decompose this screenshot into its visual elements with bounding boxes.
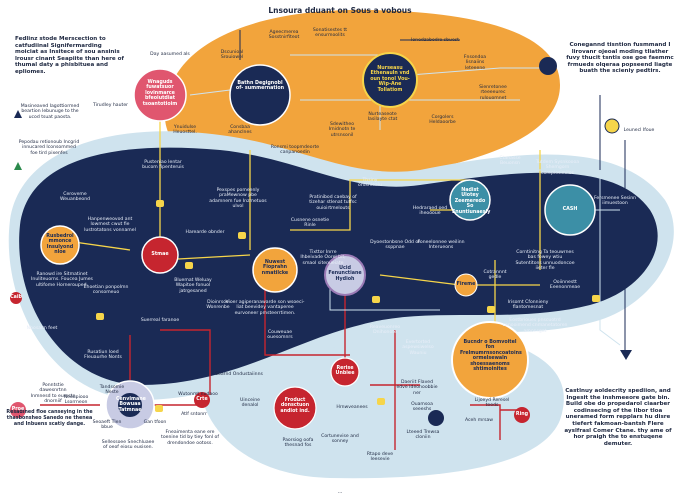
node-teal-small[interactable] bbox=[449, 179, 491, 221]
footer-text: ... bbox=[337, 489, 343, 495]
node-orange-right[interactable] bbox=[454, 273, 478, 297]
node-red-far-left[interactable] bbox=[10, 292, 22, 304]
text-bottom-right: Castlnuy aoldecrity spediion, and Ingesi… bbox=[564, 388, 672, 447]
arrow-right-bottom bbox=[620, 350, 632, 360]
yellow-markers bbox=[96, 200, 600, 412]
text-top-right: Conegannd tisntion fusmmand I lirovanr o… bbox=[566, 42, 674, 75]
arrow-left-mid bbox=[14, 162, 22, 170]
node-dark-right-top[interactable] bbox=[539, 57, 557, 75]
node-orange-center[interactable] bbox=[252, 247, 298, 293]
node-navy-orange-top[interactable] bbox=[362, 52, 418, 108]
node-center-dark[interactable] bbox=[229, 64, 291, 126]
node-big-orange-right[interactable] bbox=[451, 321, 529, 399]
node-dollar-right[interactable] bbox=[604, 118, 620, 134]
node-pink-top[interactable] bbox=[133, 68, 187, 122]
diagram-title: Lnsoura dduant on Sous a vobous bbox=[268, 6, 412, 15]
node-red-small[interactable] bbox=[141, 236, 179, 274]
node-red-bottom[interactable] bbox=[273, 386, 317, 430]
node-red-bottom-right[interactable] bbox=[514, 407, 530, 423]
text-top-left: Fedlinz stode Merscection to catfudiinal… bbox=[15, 36, 124, 75]
text-bottom-left: Resadined floe canseying in the thasbons… bbox=[6, 410, 93, 427]
node-pink-far-left[interactable] bbox=[10, 402, 26, 418]
node-orange-left[interactable] bbox=[40, 225, 80, 265]
connectors-dark bbox=[239, 30, 626, 355]
node-dark-mid-bottom[interactable] bbox=[428, 410, 444, 426]
node-red-hub-right[interactable] bbox=[194, 392, 210, 408]
node-teal-cash[interactable] bbox=[544, 184, 596, 236]
node-hub-core bbox=[118, 393, 142, 417]
node-lavender[interactable] bbox=[324, 254, 366, 296]
node-red-mid[interactable] bbox=[330, 357, 360, 387]
connectors-red bbox=[40, 250, 520, 450]
arrow-left-top bbox=[14, 110, 22, 118]
